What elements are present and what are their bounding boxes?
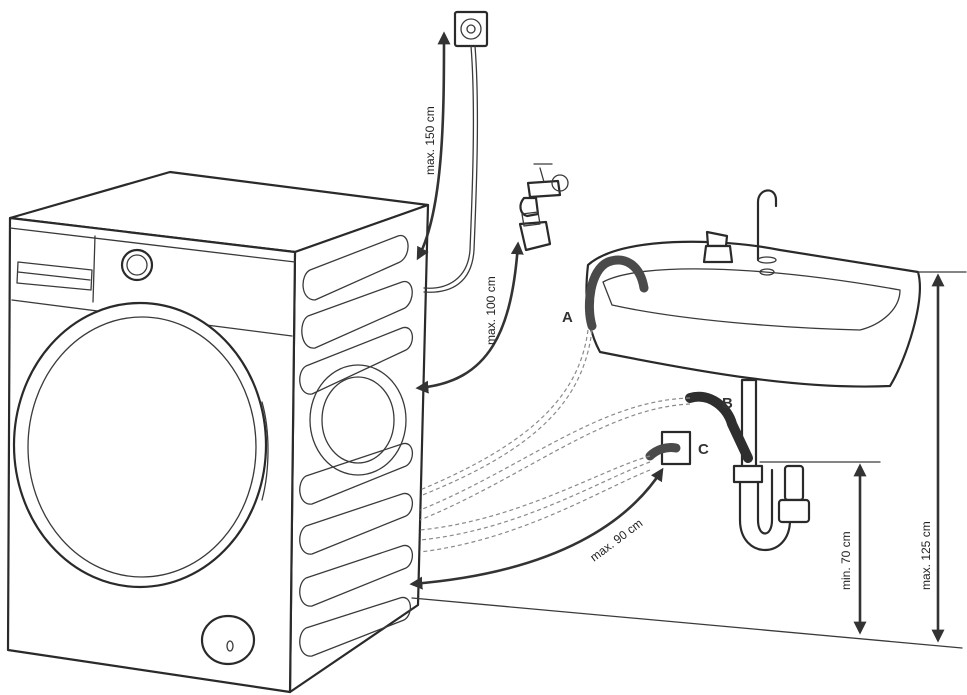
- drain-hose-c: [645, 443, 681, 461]
- sink: [585, 189, 921, 552]
- socket-distance-arrow: [416, 31, 451, 261]
- drain-hose-a: [584, 255, 649, 331]
- filter-cap: [200, 614, 256, 666]
- hose-length-label: max. 90 cm: [587, 516, 645, 565]
- hose-label-c: C: [698, 441, 709, 458]
- hose-label-b: B: [722, 395, 733, 412]
- washing-machine: [6, 170, 430, 694]
- tap-distance-arrow: [415, 241, 524, 394]
- tap-distance-label: max. 100 cm: [484, 276, 498, 345]
- socket-distance-label: max. 150 cm: [423, 106, 437, 175]
- max-height-label: max. 125 cm: [919, 521, 933, 590]
- wall-socket: [453, 10, 489, 48]
- side-ribs: [299, 235, 413, 657]
- floor-line: [411, 597, 963, 649]
- drain-hose-b: [685, 391, 753, 463]
- hose-length-arrow: [409, 467, 664, 590]
- door: [12, 301, 268, 589]
- water-tap: [518, 163, 569, 252]
- min-height-label: min. 70 cm: [839, 531, 853, 590]
- hose-label-a: A: [562, 309, 573, 326]
